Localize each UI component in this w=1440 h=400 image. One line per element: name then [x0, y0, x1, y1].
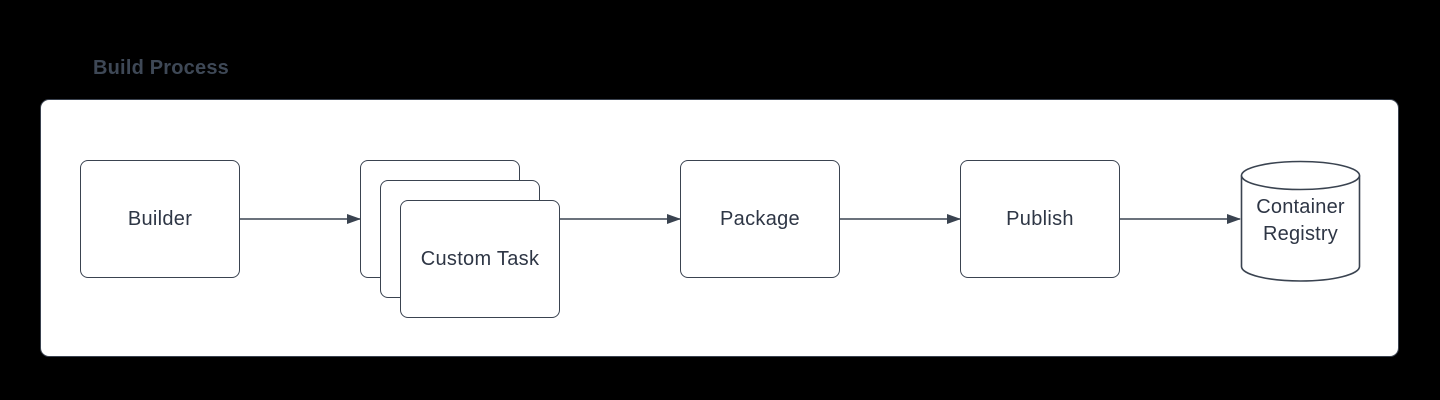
node-container-registry[interactable]	[1240, 160, 1361, 282]
node-package[interactable]: Package	[680, 160, 840, 278]
node-package-label: Package	[720, 207, 800, 230]
cylinder-top	[1240, 160, 1361, 191]
node-custom-task-label: Custom Task	[420, 247, 540, 270]
node-container-registry-label: Container Registry	[1256, 196, 1345, 245]
diagram-title: Build Process	[93, 57, 229, 79]
node-publish-label: Publish	[1006, 207, 1074, 230]
cylinder-body	[1240, 175, 1361, 282]
node-builder-label: Builder	[127, 207, 193, 230]
node-publish[interactable]: Publish	[960, 160, 1120, 278]
node-custom-task[interactable]: Custom Task	[400, 200, 560, 318]
node-builder[interactable]: Builder	[80, 160, 240, 278]
